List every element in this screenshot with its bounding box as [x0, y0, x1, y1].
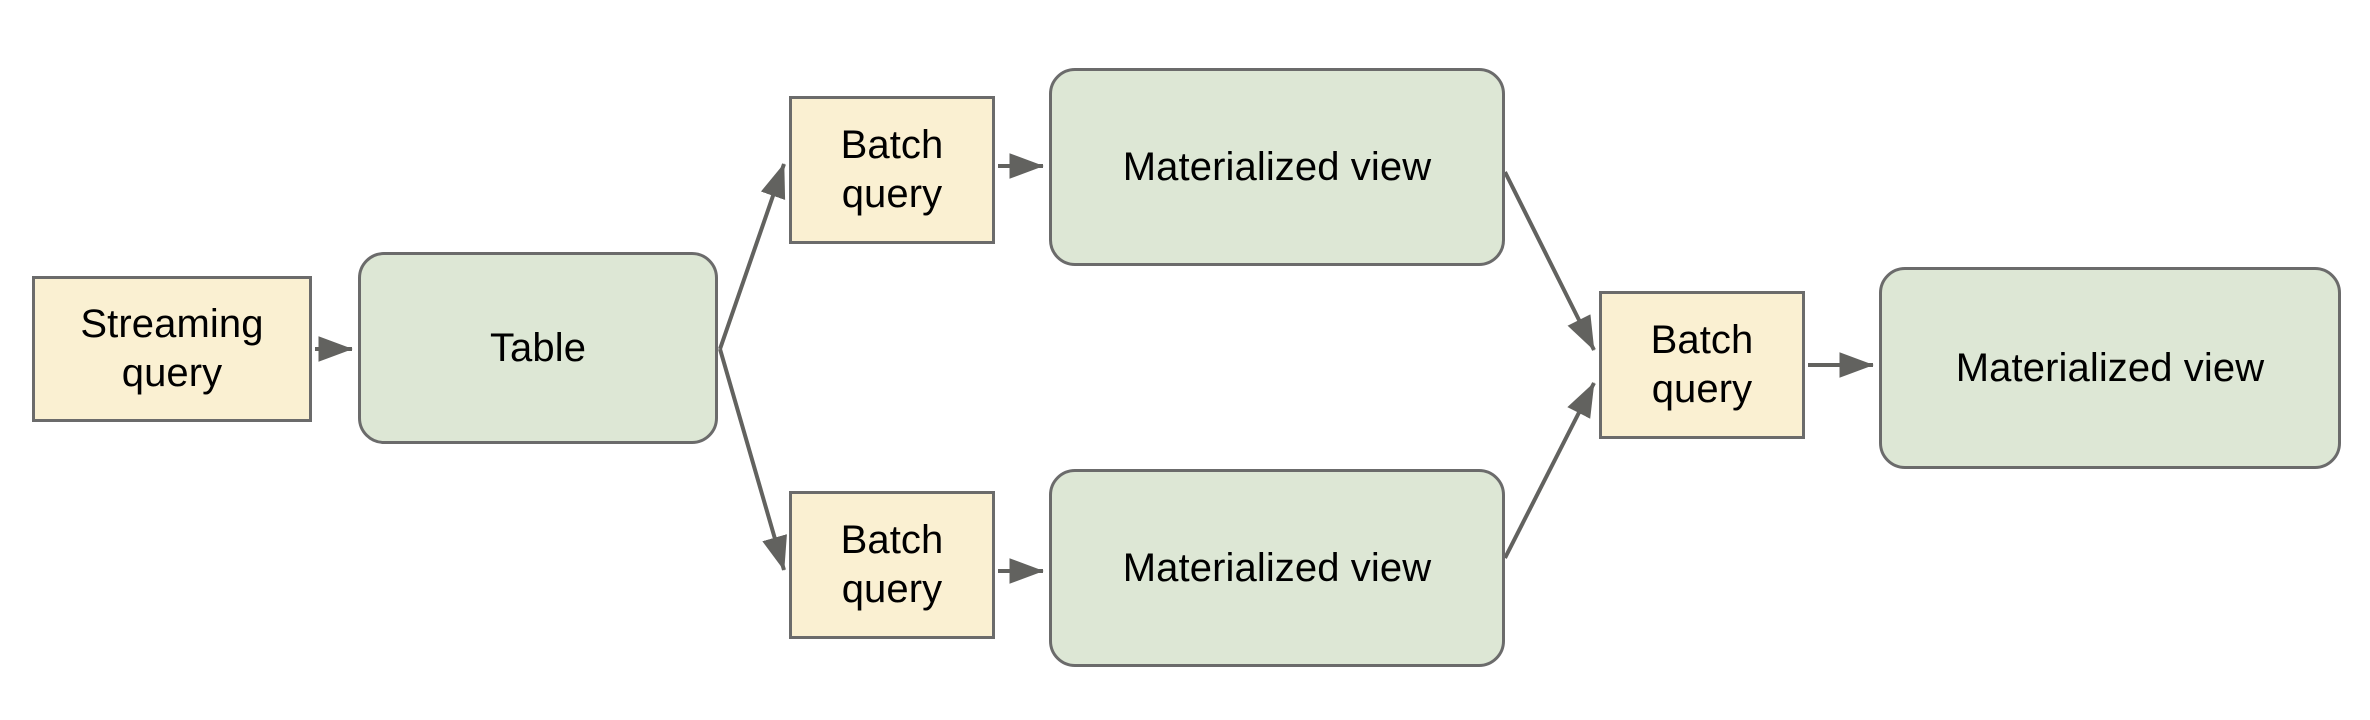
edge-table-to-batch-query-bottom	[718, 348, 787, 571]
node-materialized-view-right-label: Materialized view	[1955, 345, 2265, 390]
node-materialized-view-bottom-label: Materialized view	[1122, 545, 1432, 590]
node-table[interactable]: Table	[358, 252, 718, 444]
node-batch-query-right[interactable]: Batch query	[1599, 291, 1805, 439]
node-materialized-view-right[interactable]: Materialized view	[1879, 267, 2341, 469]
node-batch-query-right-label: Batch query	[1650, 318, 1754, 411]
node-materialized-view-top[interactable]: Materialized view	[1049, 68, 1505, 266]
node-batch-query-bottom[interactable]: Batch query	[789, 491, 995, 639]
node-streaming-query-label: Streaming query	[80, 302, 264, 395]
node-batch-query-bottom-label: Batch query	[840, 518, 944, 611]
edge-materialized-view-bottom-to-batch-query-right	[1503, 382, 1596, 559]
edge-table-to-batch-query-top	[718, 163, 786, 350]
node-batch-query-top-label: Batch query	[840, 123, 944, 216]
edge-materialized-view-top-to-batch-query-right	[1503, 171, 1596, 351]
node-table-label: Table	[489, 325, 587, 370]
node-materialized-view-bottom[interactable]: Materialized view	[1049, 469, 1505, 667]
node-materialized-view-top-label: Materialized view	[1122, 144, 1432, 189]
node-streaming-query[interactable]: Streaming query	[32, 276, 312, 422]
node-batch-query-top[interactable]: Batch query	[789, 96, 995, 244]
